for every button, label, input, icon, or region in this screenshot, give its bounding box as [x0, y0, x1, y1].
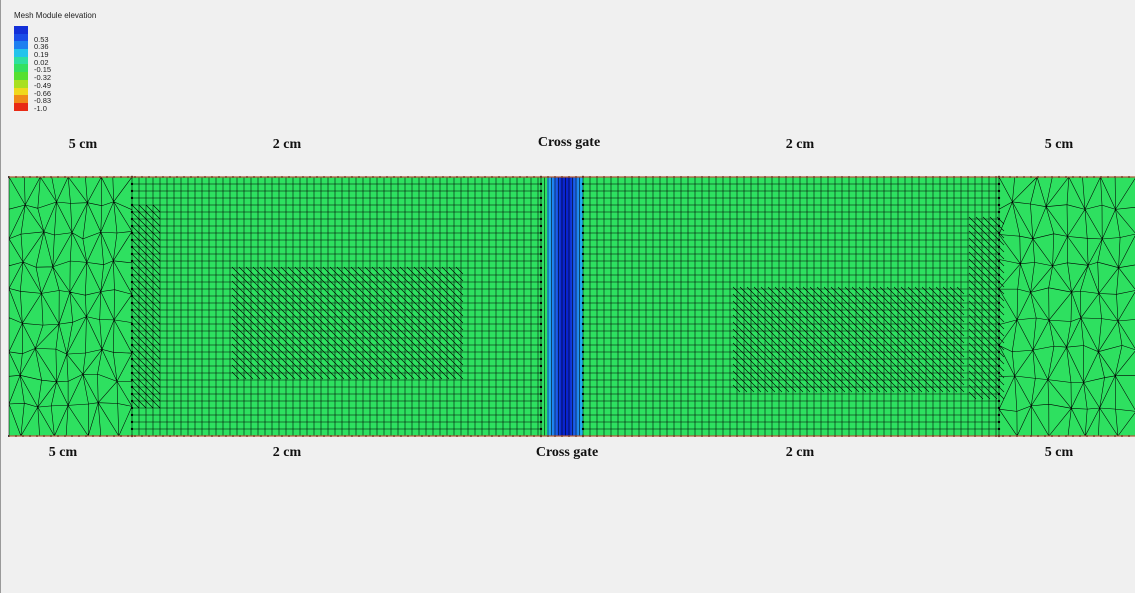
- cross-gate-region: [547, 177, 583, 436]
- legend-title: Mesh Module elevation: [14, 11, 97, 20]
- legend-swatch: [14, 79, 28, 88]
- legend-label: -0.83: [34, 96, 52, 106]
- zone-label-bottom-left-2cm: 2 cm: [272, 445, 302, 460]
- legend-label: 0.19: [34, 50, 49, 60]
- legend-swatch: [14, 87, 28, 96]
- zone-label-top-left-2cm: 2 cm: [272, 137, 302, 152]
- legend-label: -0.49: [34, 80, 52, 90]
- legend-swatch: [14, 49, 28, 58]
- zone-label-top-cross-gate: Cross gate: [537, 135, 601, 150]
- legend-swatch: [14, 72, 28, 81]
- legend-swatch: [14, 26, 28, 34]
- legend-label: -1.0: [34, 103, 47, 113]
- legend-swatch: [14, 41, 28, 50]
- legend-label: 0.36: [34, 42, 49, 52]
- zone-label-top-left-5cm: 5 cm: [68, 137, 98, 152]
- legend-swatch: [14, 102, 28, 111]
- legend-swatch: [14, 33, 28, 42]
- legend-label: -0.32: [34, 73, 52, 83]
- zone-label-bottom-right-5cm: 5 cm: [1044, 445, 1074, 460]
- zone-label-bottom-cross-gate: Cross gate: [535, 445, 599, 460]
- legend-label: -0.66: [34, 88, 52, 98]
- zone-label-top-right-2cm: 2 cm: [785, 137, 815, 152]
- legend-swatch: [14, 95, 28, 104]
- legend-label: -0.15: [34, 65, 52, 75]
- zone-label-bottom-right-2cm: 2 cm: [785, 445, 815, 460]
- legend-swatch: [14, 56, 28, 65]
- legend-label: 0.02: [34, 57, 49, 67]
- zone-label-bottom-left-5cm: 5 cm: [48, 445, 78, 460]
- zone-label-top-right-5cm: 5 cm: [1044, 137, 1074, 152]
- legend-swatch: [14, 64, 28, 73]
- legend-label: 0.53: [34, 34, 49, 44]
